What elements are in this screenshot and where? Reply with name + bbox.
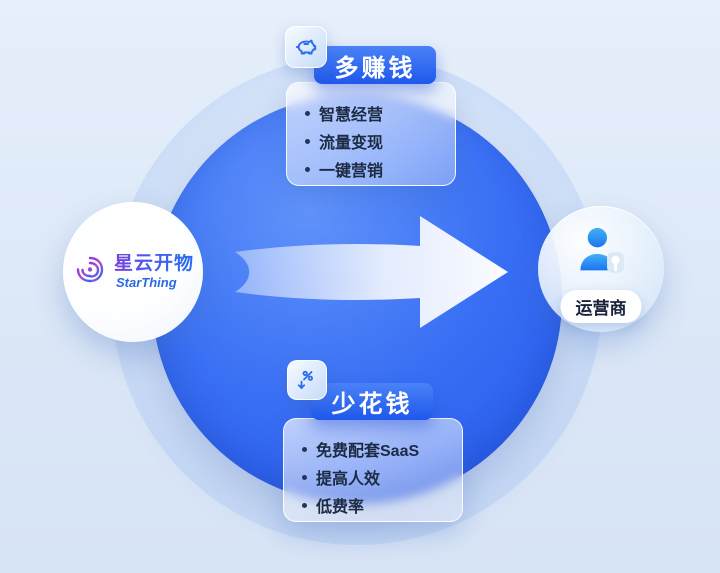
earn-item-3: 一键营销 bbox=[319, 163, 384, 180]
save-item-2: 提高人效 bbox=[316, 471, 381, 488]
list-item: 一键营销 bbox=[305, 155, 445, 183]
list-item: 低费率 bbox=[302, 491, 452, 519]
bullet-dot bbox=[305, 138, 310, 144]
operator-circle: 运营商 bbox=[538, 206, 664, 332]
bullet-dot bbox=[302, 474, 307, 480]
brand-name-en: StarThing bbox=[115, 275, 177, 291]
bullet-dot bbox=[305, 110, 310, 116]
flow-arrow-icon bbox=[200, 200, 530, 350]
list-item: 免费配套SaaS bbox=[302, 435, 452, 463]
bullet-dot bbox=[302, 446, 307, 452]
list-item: 流量变现 bbox=[305, 127, 445, 155]
piggy-bank-icon bbox=[285, 26, 327, 68]
earn-title: 多赚钱 bbox=[334, 54, 416, 82]
person-icon bbox=[572, 222, 630, 285]
save-title: 少花钱 bbox=[331, 391, 413, 418]
spiral-galaxy-icon bbox=[72, 252, 108, 293]
list-item: 提高人效 bbox=[302, 463, 452, 491]
earn-title-pill: 多赚钱 bbox=[314, 46, 436, 84]
save-item-3: 低费率 bbox=[316, 499, 365, 516]
save-card: 免费配套SaaS 提高人效 低费率 bbox=[283, 418, 463, 522]
save-item-1: 免费配套SaaS bbox=[316, 443, 420, 460]
earn-item-1: 智慧经营 bbox=[319, 107, 384, 124]
earn-item-2: 流量变现 bbox=[319, 135, 384, 152]
bullet-dot bbox=[302, 502, 307, 508]
brand-name-cn: 星云开物 bbox=[113, 253, 194, 275]
bullet-dot bbox=[305, 166, 310, 172]
earn-card: 智慧经营 流量变现 一键营销 bbox=[286, 82, 456, 186]
operator-label: 运营商 bbox=[560, 290, 642, 323]
list-item: 智慧经营 bbox=[305, 99, 445, 127]
save-title-pill: 少花钱 bbox=[311, 383, 433, 420]
discount-down-icon bbox=[287, 360, 327, 400]
brand-logo-circle: 星云开物 StarThing bbox=[63, 202, 203, 342]
